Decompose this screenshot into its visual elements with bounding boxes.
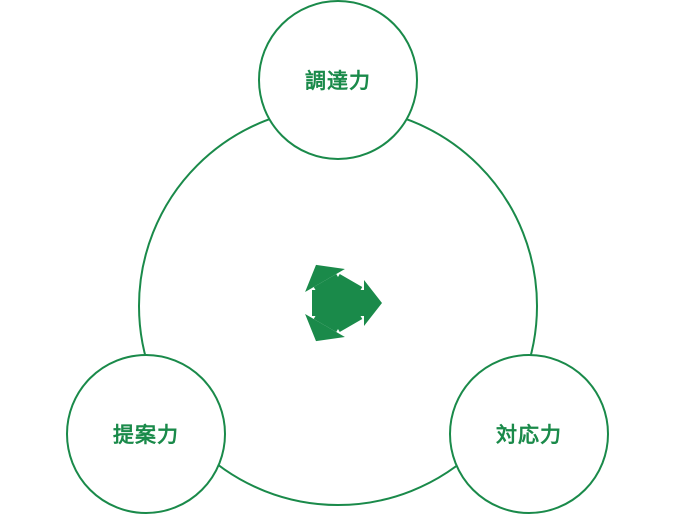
node-procurement-label: 調達力 — [305, 69, 371, 93]
node-proposal-label: 提案力 — [113, 423, 179, 447]
node-procurement: 調達力 — [258, 0, 418, 160]
node-response-circle — [449, 354, 609, 514]
node-response: 対応力 — [449, 354, 609, 514]
node-proposal-circle — [66, 354, 226, 514]
node-proposal: 提案力 — [66, 354, 226, 514]
node-procurement-circle — [258, 0, 418, 160]
node-response-label: 対応力 — [496, 423, 562, 447]
recycle-icon — [305, 264, 382, 342]
